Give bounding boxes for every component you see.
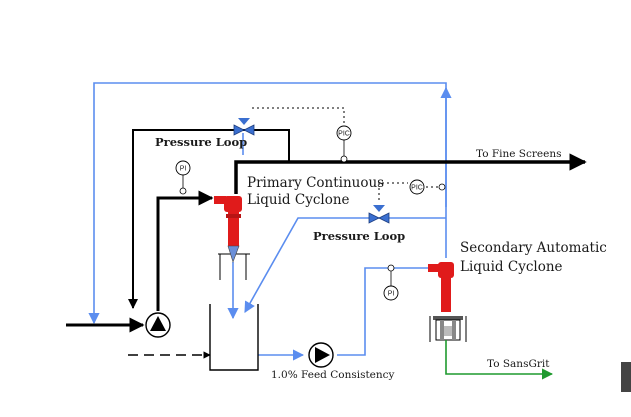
pressure-controller-icon: PIC	[409, 179, 446, 195]
pump-to-secondary-line	[337, 267, 428, 356]
pump-icon	[145, 312, 171, 338]
corner-bar	[621, 362, 631, 392]
feed-consistency-label: 1.0% Feed Consistency	[271, 369, 395, 381]
top-signal-dotted	[252, 107, 345, 128]
to-fine-screens-line	[234, 153, 587, 194]
pressure-indicator-icon: PI	[175, 160, 191, 195]
cyclone-icon	[428, 262, 467, 342]
pump-icon	[308, 342, 334, 368]
main-flow-lines	[66, 129, 587, 333]
primary-overflow-loop	[128, 129, 290, 309]
pump-discharge-line	[156, 190, 214, 311]
pi-top-label: PI	[180, 166, 187, 173]
primary-cyclone-title-line2: Liquid Cyclone	[247, 192, 350, 208]
cyclone-icon	[214, 196, 250, 280]
secondary-cyclone-title-line1: Secondary Automatic	[460, 240, 607, 256]
pic-mid-label: PIC	[411, 185, 423, 192]
pressure-loop-top-label: Pressure Loop	[155, 135, 247, 149]
pressure-indicator-icon: PI	[383, 264, 399, 301]
pi-bottom-label: PI	[388, 291, 395, 298]
to-sansgrit-label: To SansGrit	[487, 358, 550, 370]
tank-icon	[209, 304, 259, 371]
valve-icon	[368, 205, 390, 224]
mid-signal-dotted	[378, 182, 408, 200]
pressure-loop-mid-label: Pressure Loop	[313, 229, 405, 243]
to-fine-screens-label: To Fine Screens	[476, 148, 561, 160]
recycle-lines	[88, 82, 452, 361]
pressure-controller-icon: PIC	[336, 125, 352, 163]
primary-cyclone-title-line1: Primary Continuous	[247, 175, 384, 191]
grit-flow-line	[445, 340, 554, 380]
pic-top-label: PIC	[338, 131, 350, 138]
secondary-cyclone-title-line2: Liquid Cyclone	[460, 259, 563, 275]
valve-icon	[233, 118, 255, 136]
mid-recycle-line	[244, 217, 446, 313]
